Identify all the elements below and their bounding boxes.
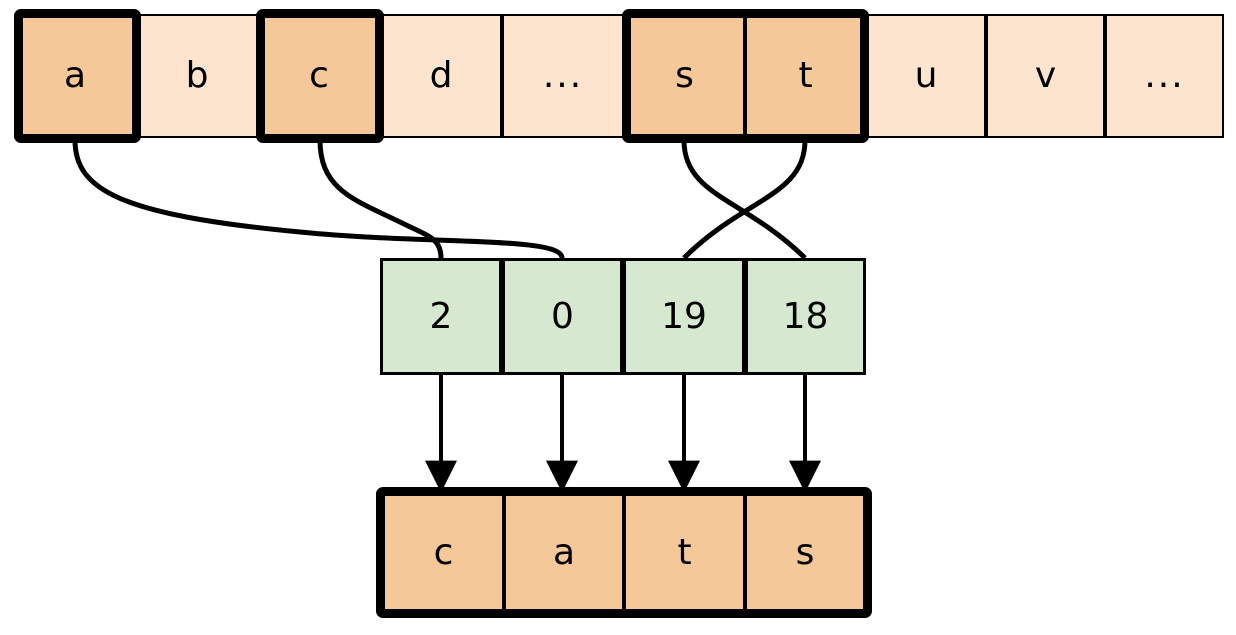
alphabet-cell-v[interactable]: v: [986, 14, 1105, 138]
result-cell-2[interactable]: t: [624, 494, 745, 611]
result-cell-1[interactable]: a: [504, 494, 624, 611]
curve-a-to-zero: [72, 139, 565, 259]
alphabet-cell-s[interactable]: s: [624, 14, 745, 138]
curve-c-to-two: [317, 139, 444, 259]
index-cell-3[interactable]: 18: [745, 258, 866, 375]
alphabet-cell-ellipsis-last: ...: [1105, 14, 1224, 138]
alphabet-cell-t[interactable]: t: [745, 14, 866, 138]
alphabet-cell-ellipsis-first: ...: [502, 14, 624, 138]
index-cell-1[interactable]: 0: [502, 258, 623, 375]
curve-s-to-eighteen: [681, 139, 807, 260]
index-cell-0[interactable]: 2: [380, 258, 502, 375]
index-cell-2[interactable]: 19: [623, 258, 745, 375]
curve-t-to-nineteen: [682, 139, 808, 260]
alphabet-cell-u[interactable]: u: [866, 14, 986, 138]
